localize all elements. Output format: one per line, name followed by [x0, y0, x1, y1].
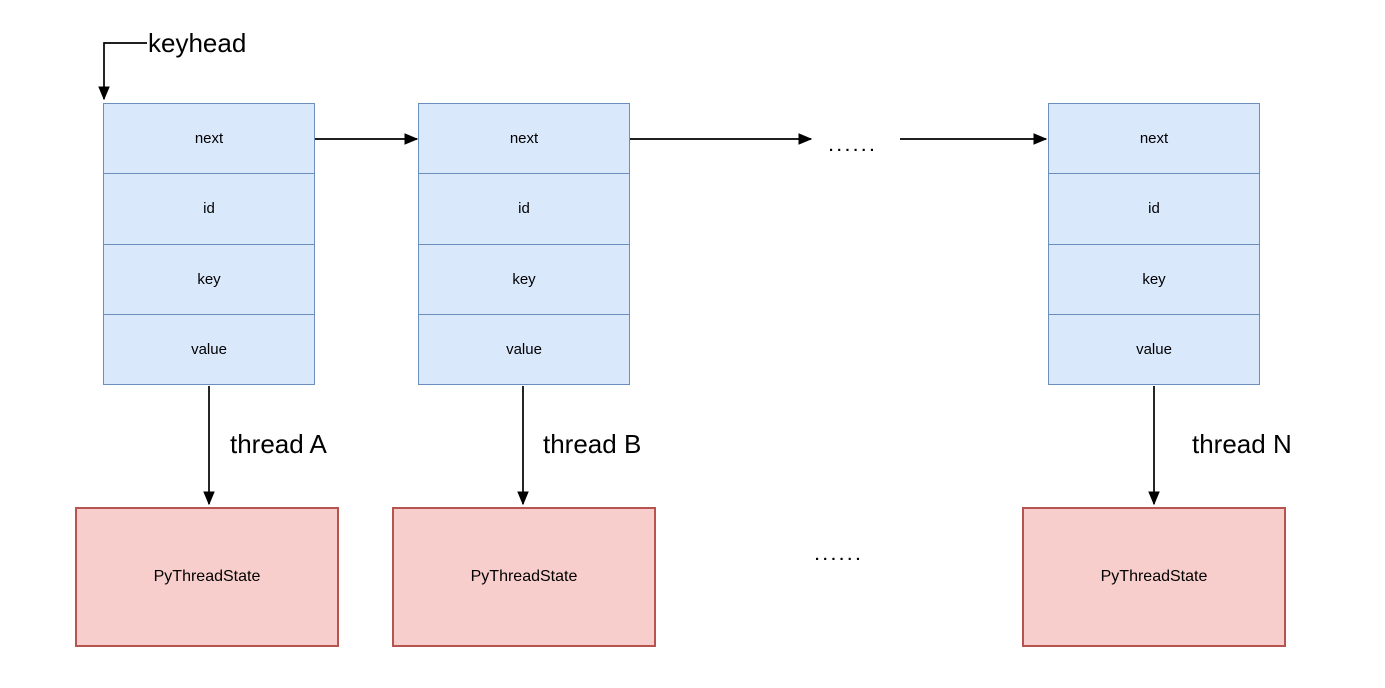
node2-field-key: key [419, 245, 629, 315]
keyhead-label: keyhead [148, 28, 247, 58]
node1-field-value: value [191, 340, 227, 358]
pythreadstate-box-2: PyThreadState [392, 507, 656, 647]
list-node-1: next id key value [103, 103, 315, 385]
noden-field-id: id [1049, 174, 1259, 245]
list-node-2: next id key value [418, 103, 630, 385]
node1-field-next: next [104, 104, 314, 175]
ellipsis-between-nodes: ...... [829, 138, 879, 155]
list-node-n: next id key value [1048, 103, 1260, 385]
pythreadstate-box-1: PyThreadState [75, 507, 339, 647]
node1-field-id: id [104, 174, 314, 245]
noden-field-next: next [1049, 104, 1259, 175]
thread-n-label: thread N [1192, 429, 1292, 459]
node2-field-id: id [419, 174, 629, 245]
noden-field-key: key [1049, 245, 1259, 315]
node2-field-next: next [419, 104, 629, 175]
noden-field-value: value [1136, 340, 1172, 358]
thread-a-label: thread A [230, 429, 327, 459]
node2-field-value: value [506, 340, 542, 358]
keyhead-pointer-arrow [104, 42, 147, 99]
ellipsis-between-state-boxes: ...... [815, 547, 865, 564]
thread-b-label: thread B [543, 429, 642, 459]
node1-field-key: key [104, 245, 314, 315]
pythreadstate-box-n: PyThreadState [1022, 507, 1286, 647]
